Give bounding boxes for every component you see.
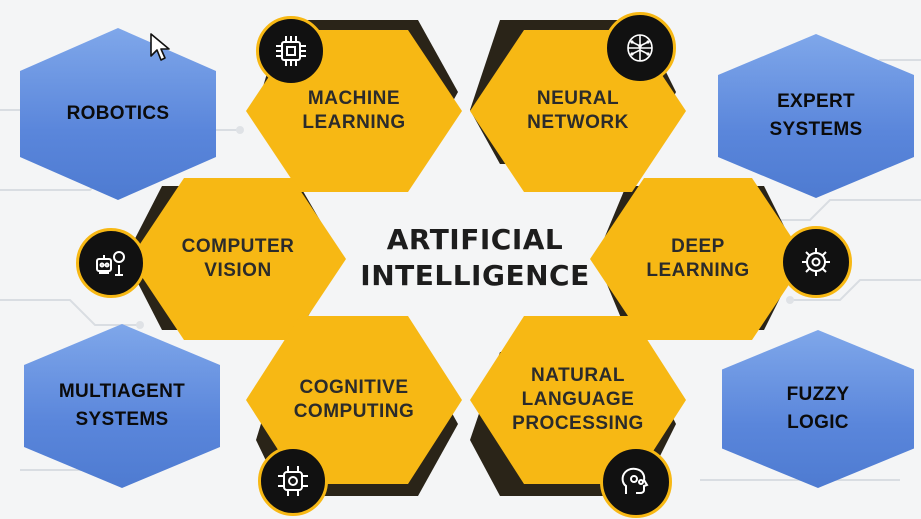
hex-deep-learning: DEEP LEARNING xyxy=(590,178,806,340)
processor-icon xyxy=(258,446,328,516)
label-neural-network: NEURAL NETWORK xyxy=(527,88,629,133)
label-fuzzy-logic: FUZZY LOGIC xyxy=(786,384,850,433)
hex-natural-language-processing: NATURAL LANGUAGE PROCESSING xyxy=(470,316,686,484)
hex-robotics: ROBOTICS xyxy=(20,28,216,200)
head-gears-icon xyxy=(600,446,672,518)
label-cognitive-computing: COGNITIVE COMPUTING xyxy=(293,377,415,422)
label-robotics: ROBOTICS xyxy=(66,103,170,124)
label-expert-systems: EXPERT SYSTEMS xyxy=(769,91,863,140)
center-title: ARTIFICIAL INTELLIGENCE xyxy=(360,223,590,292)
brain-network-icon xyxy=(604,12,676,84)
robot-eye-icon xyxy=(76,228,146,298)
hex-expert-systems: EXPERT SYSTEMS xyxy=(718,34,914,198)
hex-multiagent-systems: MULTIAGENT SYSTEMS xyxy=(24,324,220,488)
brain-gear-icon xyxy=(780,226,852,298)
hex-computer-vision: COMPUTER VISION xyxy=(130,178,346,340)
chip-icon xyxy=(256,16,326,86)
label-deep-learning: DEEP LEARNING xyxy=(646,236,750,281)
label-natural-language-processing: NATURAL LANGUAGE PROCESSING xyxy=(512,365,644,434)
label-computer-vision: COMPUTER VISION xyxy=(181,236,295,281)
mouse-cursor-icon xyxy=(150,33,170,61)
hex-fuzzy-logic: FUZZY LOGIC xyxy=(722,330,914,488)
label-multiagent-systems: MULTIAGENT SYSTEMS xyxy=(58,381,186,430)
label-machine-learning: MACHINE LEARNING xyxy=(302,88,406,133)
